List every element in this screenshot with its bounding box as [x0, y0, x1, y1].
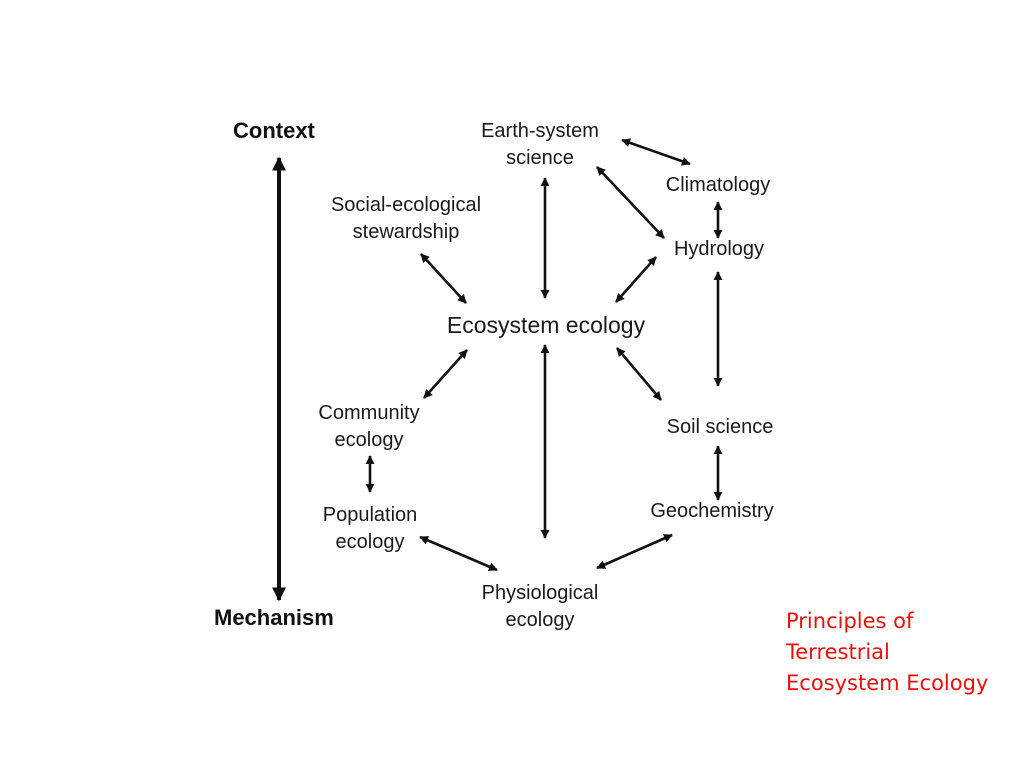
arrow-geochemistry-to-physiological-ecology — [596, 533, 673, 570]
arrow-social-ecological-stewardship-to-ecosystem-ecology — [420, 253, 467, 304]
arrow-earth-system-science-to-climatology — [621, 138, 691, 166]
node-label-line: Soil science — [666, 416, 774, 438]
node-label-line: Social-ecological — [330, 194, 482, 216]
node-label-line: ecology — [505, 609, 575, 631]
node-label-line: Hydrology — [673, 238, 765, 260]
arrow-ecosystem-ecology-to-soil-science — [616, 347, 662, 401]
node-social-ecological-stewardship: Social-ecological stewardship — [331, 192, 481, 246]
arrow-population-ecology-to-physiological-ecology — [419, 535, 498, 572]
caption-line: Ecosystem Ecology — [786, 671, 989, 695]
node-label-line: Ecosystem ecology — [446, 312, 646, 338]
node-label-line: ecology — [335, 531, 405, 553]
arrow-hydrology-to-ecosystem-ecology — [615, 256, 657, 303]
node-hydrology: Hydrology — [674, 236, 764, 263]
node-soil-science: Soil science — [667, 414, 774, 441]
node-population-ecology: Population ecology — [323, 502, 418, 556]
node-label-line: ecology — [334, 429, 404, 451]
caption-line: Terrestrial — [786, 640, 890, 664]
arrow-community-ecology-to-ecosystem-ecology — [423, 349, 468, 399]
link-arrows — [365, 138, 723, 572]
caption-line: Principles of — [786, 609, 914, 633]
axis-label-mechanism: Mechanism — [214, 605, 334, 630]
arrow-earth-system-science-to-hydrology — [596, 166, 665, 239]
node-label-line: Population — [322, 504, 418, 526]
node-climatology: Climatology — [666, 172, 770, 199]
node-physiological-ecology: Physiological ecology — [482, 580, 599, 634]
node-community-ecology: Community ecology — [318, 400, 419, 454]
node-label-line: Physiological — [481, 582, 599, 604]
node-label-line: Geochemistry — [650, 500, 774, 522]
node-geochemistry: Geochemistry — [650, 498, 773, 525]
node-ecosystem-ecology: Ecosystem ecology — [447, 311, 645, 339]
node-label-line: Earth-system — [481, 120, 599, 142]
node-earth-system-science: Earth-system science — [481, 118, 599, 172]
node-label-line: Community — [318, 402, 420, 424]
node-label-line: stewardship — [352, 221, 460, 243]
axis-label-context: Context — [233, 118, 315, 143]
node-label-line: Climatology — [665, 174, 771, 196]
source-caption: Principles of Terrestrial Ecosystem Ecol… — [786, 606, 988, 699]
node-label-line: science — [506, 147, 574, 169]
